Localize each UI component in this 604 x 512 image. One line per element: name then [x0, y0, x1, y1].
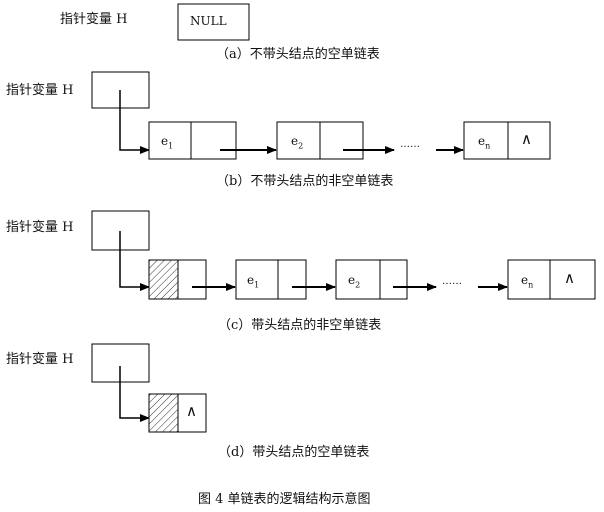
caption-b: （b）不带头结点的非空单链表	[216, 174, 394, 189]
pointer-arrow-b	[119, 90, 150, 154]
node-label-e1-b: e1	[161, 134, 174, 151]
null-pointer-box	[177, 3, 250, 41]
pointer-label-c: 指针变量 H	[6, 220, 74, 235]
node-e2-c	[335, 259, 408, 300]
null-wedge-b: ∧	[521, 130, 532, 148]
caption-c: （c）带头结点的非空单链表	[218, 318, 382, 333]
node-label-e1-c: e1	[247, 273, 260, 290]
node-e1-c	[235, 259, 307, 300]
ellipsis-b: ……	[400, 139, 420, 150]
figure-title: 图 4 单链表的逻辑结构示意图	[198, 492, 371, 507]
pointer-label-b: 指针变量 H	[6, 83, 74, 98]
pointer-arrow-d	[119, 366, 150, 422]
pointer-label-d: 指针变量 H	[6, 352, 74, 367]
node-e1-b	[148, 121, 237, 160]
node-label-e2-b: e2	[291, 134, 304, 151]
node-e2-b	[276, 121, 364, 160]
caption-a: （a）不带头结点的空单链表	[216, 47, 380, 62]
node-label-en-b: en	[478, 134, 491, 151]
node-en-c	[507, 259, 596, 300]
head-node-c	[148, 259, 207, 300]
node-label-en-c: en	[521, 273, 534, 290]
null-wedge-c: ∧	[564, 269, 575, 287]
ellipsis-c: ……	[442, 276, 462, 287]
pointer-arrow-c	[119, 231, 150, 291]
node-en-b	[463, 121, 551, 160]
null-wedge-d: ∧	[186, 402, 197, 420]
head-node-d	[148, 393, 207, 433]
caption-d: （d）带头结点的空单链表	[218, 445, 370, 460]
pointer-label-a: 指针变量 H	[60, 12, 128, 27]
node-label-e2-c: e2	[348, 273, 361, 290]
null-label: NULL	[190, 14, 227, 28]
